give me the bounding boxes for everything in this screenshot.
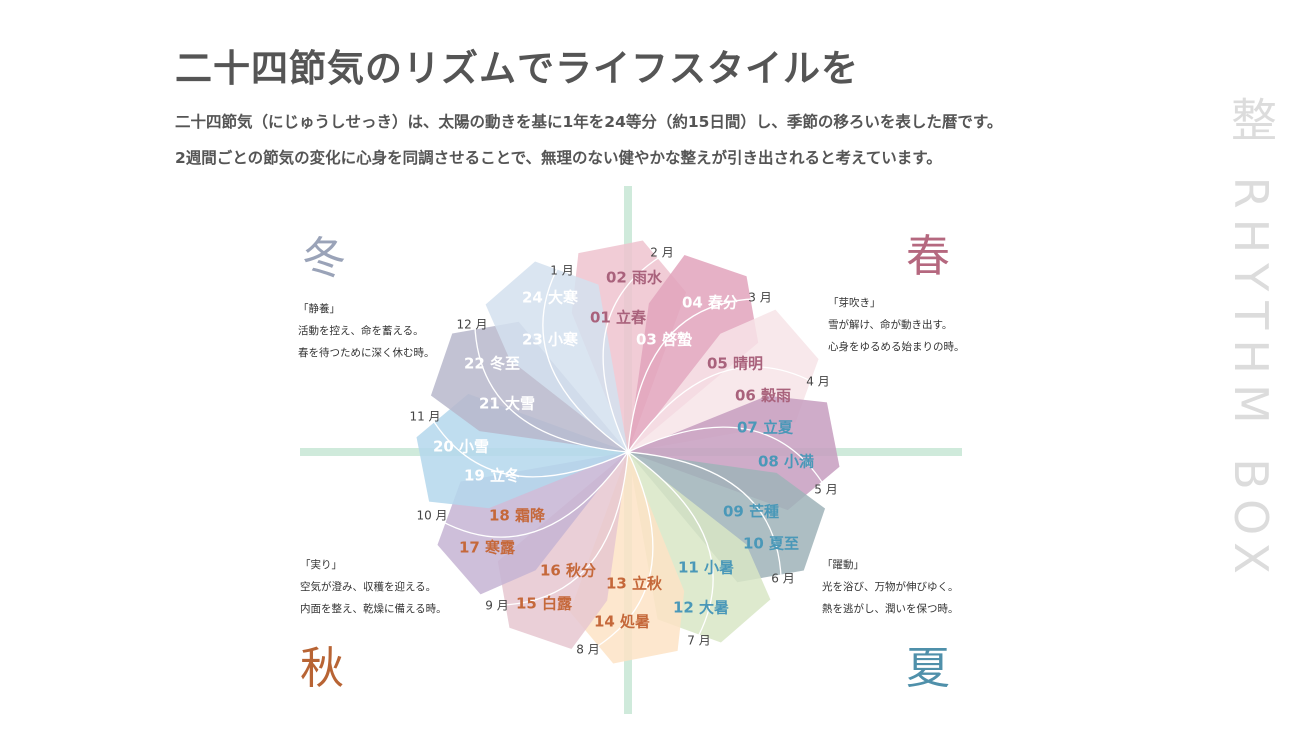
sekki-label: 20 小雪 (432, 437, 490, 456)
sekki-label: 24 大寒 (521, 288, 579, 307)
winter-line-2: 春を待つために深く休む時。 (298, 347, 435, 359)
season-summer-description: 「躍動」 光を浴び、万物が伸びゆく。 熱を逃がし、潤いを保つ時。 (822, 554, 959, 620)
month-label: 2 月 (650, 245, 674, 260)
arc-line (542, 263, 629, 453)
arc-line (602, 254, 664, 453)
month-label: 7 月 (687, 633, 711, 648)
month-label: 12 月 (456, 317, 488, 332)
season-spring-description: 「芽吹き」 雪が解け、命が動き出す。 心身をゆるめる始まりの時。 (828, 292, 965, 358)
season-autumn-description: 「実り」 空気が澄み、収穫を迎える。 内面を整え、乾燥に備える時。 (300, 554, 447, 620)
arc-line (627, 366, 817, 453)
month-label: 1 月 (550, 263, 574, 278)
sekki-label: 14 処暑 (593, 612, 651, 631)
month-label: 3 月 (748, 290, 772, 305)
spring-theme: 「芽吹き」 (828, 297, 881, 309)
sekki-label: 18 霜降 (488, 506, 546, 525)
spring-line-1: 雪が解け、命が動き出す。 (828, 319, 953, 331)
autumn-line-2: 内面を整え、乾燥に備える時。 (300, 603, 447, 615)
season-spring-kanji: 春 (906, 231, 950, 282)
sekki-label: 22 冬至 (463, 354, 521, 373)
sekki-label: 23 小寒 (521, 330, 579, 349)
month-label: 9 月 (485, 598, 509, 613)
sekki-label: 16 秋分 (539, 561, 597, 580)
sekki-label: 17 寒露 (458, 538, 516, 557)
season-winter-kanji: 冬 (302, 233, 346, 284)
arc-line (627, 451, 782, 581)
petal-month-3 (628, 254, 759, 452)
intro-line-1: 二十四節気（にじゅうしせっき）は、太陽の動きを基に1年を24等分（約15日間）し… (175, 113, 1003, 131)
sekki-label: 21 大雪 (478, 394, 536, 413)
petal-month-9 (497, 452, 628, 650)
sekki-label: 02 雨水 (605, 268, 663, 287)
sekki-label: 06 穀雨 (734, 386, 792, 405)
month-label: 10 月 (416, 508, 448, 523)
vertical-brand-title: 整 RHYTHM BOX (1224, 96, 1278, 584)
petal-month-12 (430, 321, 628, 452)
arc-line (474, 323, 629, 453)
arc-line (499, 451, 629, 606)
sekki-label: 13 立秋 (605, 574, 663, 593)
sekki-label: 01 立春 (589, 308, 647, 327)
petal-month-6 (628, 452, 826, 583)
sekki-label: 03 啓蟄 (635, 330, 693, 349)
sekki-label: 09 芒種 (722, 502, 780, 521)
month-label: 11 月 (409, 409, 441, 424)
month-label: 5 月 (814, 482, 838, 497)
sekki-label: 07 立夏 (736, 418, 794, 437)
arc-line (592, 451, 654, 650)
sekki-label: 12 大暑 (672, 598, 730, 617)
autumn-theme: 「実り」 (300, 559, 342, 571)
summer-theme: 「躍動」 (822, 559, 864, 571)
sekki-label: 10 夏至 (742, 534, 800, 553)
sekki-label: 04 春分 (681, 293, 739, 312)
month-label: 8 月 (576, 642, 600, 657)
winter-theme: 「静養」 (298, 303, 340, 315)
sekki-label: 19 立冬 (463, 466, 521, 485)
month-label: 4 月 (806, 374, 830, 389)
season-winter-description: 「静養」 活動を控え、命を蓄える。 春を待つために深く休む時。 (298, 298, 435, 364)
spring-line-2: 心身をゆるめる始まりの時。 (828, 341, 965, 353)
sekki-label: 15 白露 (515, 594, 573, 613)
arc-line (430, 416, 629, 478)
sekki-label: 08 小満 (757, 452, 815, 471)
season-autumn-kanji: 秋 (300, 643, 344, 694)
winter-line-1: 活動を控え、命を蓄える。 (298, 325, 424, 337)
petal-month-1 (485, 261, 628, 452)
summer-line-1: 光を浴び、万物が伸びゆく。 (822, 581, 959, 593)
sekki-label: 11 小暑 (677, 558, 735, 577)
page-title: 二十四節気のリズムでライフスタイルを (175, 47, 859, 90)
arc-line (627, 298, 757, 453)
arc-line (627, 426, 826, 488)
arc-line (627, 451, 714, 641)
intro-line-2: 2週間ごとの節気の変化に心身を同調させることで、無理のない健やかな整えが引き出さ… (175, 149, 942, 167)
autumn-line-1: 空気が澄み、収穫を迎える。 (300, 581, 437, 593)
arc-line (439, 451, 629, 538)
season-summer-kanji: 夏 (906, 643, 950, 694)
sekki-label: 05 晴明 (706, 354, 764, 373)
month-label: 6 月 (771, 571, 795, 586)
summer-line-2: 熱を逃がし、潤いを保つ時。 (822, 603, 959, 615)
